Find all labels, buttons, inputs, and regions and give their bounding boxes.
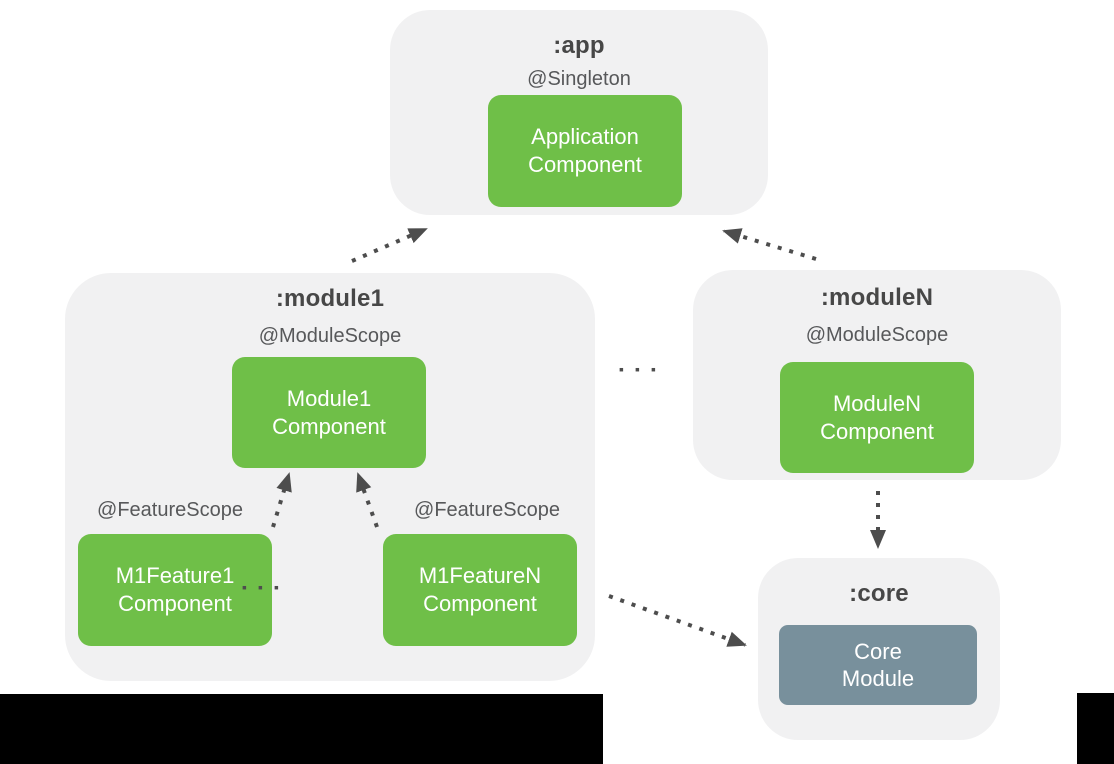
moduleN-scope-label: @ModuleScope <box>805 324 949 346</box>
m1feature1-component-line2: Component <box>118 591 232 616</box>
m1featureN-component-line2: Component <box>423 591 537 616</box>
application-component-node: Application Component <box>488 95 682 207</box>
moduleN-component-node: ModuleN Component <box>780 362 974 473</box>
core-module-node: Core Module <box>779 625 977 705</box>
arrow-module1-to-app <box>351 227 428 263</box>
moduleN-panel: :moduleN @ModuleScope ModuleN Component <box>693 270 1061 480</box>
app-module-title: :app <box>553 32 605 59</box>
app-module-panel: :app @Singleton Application Component <box>390 10 768 215</box>
module1-title: :module1 <box>275 285 385 312</box>
core-module-line2: Module <box>841 666 915 691</box>
application-component-line1: Application <box>531 124 639 149</box>
singleton-scope-label: @Singleton <box>527 68 631 90</box>
module1-component-node: Module1 Component <box>232 357 426 468</box>
core-module-line1: Core <box>854 639 902 664</box>
arrow-moduleN-to-app <box>722 228 817 261</box>
application-component-line2: Component <box>528 152 642 177</box>
m1feature1-component-line1: M1Feature1 <box>115 563 235 588</box>
core-title: :core <box>849 580 909 607</box>
letterbox-bar-left <box>0 694 603 764</box>
core-panel: :core Core Module <box>758 558 1000 740</box>
m1feature1-component-node: M1Feature1 Component <box>78 534 272 646</box>
feature-scope-left-label: @FeatureScope <box>97 499 243 521</box>
moduleN-component-line1: ModuleN <box>832 390 922 416</box>
letterbox-bar-right <box>1077 693 1114 764</box>
feature-scope-right-label: @FeatureScope <box>414 499 560 521</box>
module1-component-line2: Component <box>272 413 386 439</box>
ellipsis-between-modules: ▪▪▪ <box>619 361 667 377</box>
arrow-module1-to-core <box>608 594 747 647</box>
m1featureN-component-node: M1FeatureN Component <box>383 534 577 646</box>
module1-scope-label: @ModuleScope <box>258 325 402 347</box>
ellipsis-between-features: ▪▪▪ <box>242 579 290 595</box>
moduleN-title: :moduleN <box>820 284 934 311</box>
moduleN-component-line2: Component <box>820 418 934 444</box>
module1-component-line1: Module1 <box>286 385 372 411</box>
m1featureN-component-line1: M1FeatureN <box>418 563 542 588</box>
module1-panel: :module1 @ModuleScope Module1 Component … <box>65 273 595 681</box>
